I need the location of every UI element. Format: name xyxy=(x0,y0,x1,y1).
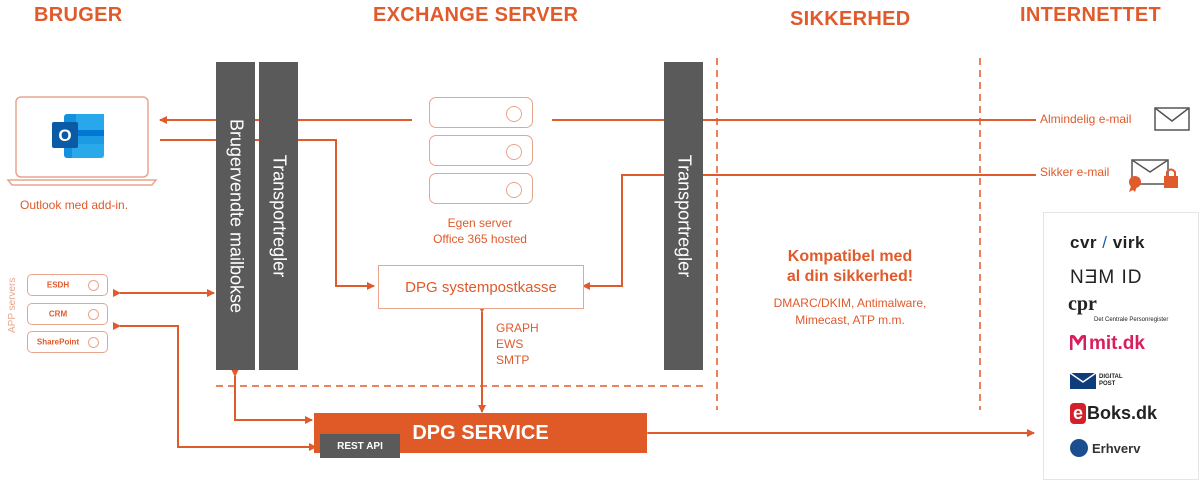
nemid-logo: NƎM ID xyxy=(1070,267,1143,288)
digitalpost-text-1: DIGITAL xyxy=(1099,374,1123,380)
server-unit-3 xyxy=(429,173,533,204)
rest-api-button[interactable]: REST API xyxy=(320,434,400,458)
security-detail-2: Mimecast, ATP m.m. xyxy=(795,313,905,327)
app-server-crm[interactable]: CRM xyxy=(27,303,108,325)
virk-text: virk xyxy=(1112,233,1145,252)
mitdk-text: mit.dk xyxy=(1089,333,1145,354)
app-servers-label: APP servers xyxy=(7,277,18,333)
protocol-smtp: SMTP xyxy=(496,353,530,367)
server-light-icon xyxy=(506,182,522,198)
cvr-logo: cvr / virk xyxy=(1070,233,1145,252)
protocol-ews: EWS xyxy=(496,337,524,351)
dpg-system-mailbox[interactable]: DPG systempostkasse xyxy=(378,265,584,309)
app-restapi-link xyxy=(113,322,317,451)
status-dot-icon xyxy=(88,309,99,320)
svg-text:O: O xyxy=(58,126,71,145)
mailbox-bar-label: Brugervendte mailbokse xyxy=(226,118,246,314)
digitalpost-icon xyxy=(1070,373,1096,389)
transport-bar-left-label: Transportregler xyxy=(269,154,289,278)
server-light-icon xyxy=(506,106,522,122)
envelope-icon xyxy=(1154,107,1190,131)
app-server-label: SharePoint xyxy=(36,337,80,347)
mailbox-service-link xyxy=(231,369,313,424)
security-headline-1: Kompatibel med xyxy=(787,248,913,265)
server-caption-1: Egen server xyxy=(447,216,513,230)
secure-email-line xyxy=(582,174,1036,290)
dpg-service-label: DPG SERVICE xyxy=(412,421,549,444)
digitalpost-logo: DIGITAL POST xyxy=(1070,371,1150,393)
eboks-e: e xyxy=(1070,403,1087,424)
security-detail-1: DMARC/DKIM, Antimalware, xyxy=(773,296,927,310)
app-server-label: CRM xyxy=(48,309,68,319)
cpr-subtitle: Det Centrale Personregister xyxy=(1094,317,1169,323)
secure-envelope-icon xyxy=(1129,159,1178,192)
mailbox-bar: Brugervendte mailbokse xyxy=(216,62,255,370)
server-unit-2 xyxy=(429,135,533,166)
server-unit-1 xyxy=(429,97,533,128)
header-internet: INTERNETTET xyxy=(1020,4,1162,26)
security-headline-2: al din sikkerhed! xyxy=(786,268,914,285)
status-dot-icon xyxy=(88,280,99,291)
mitdk-logo: mit.dk xyxy=(1069,333,1145,355)
erhverv-logo: Erhverv xyxy=(1070,439,1140,457)
eboks-text: Boks.dk xyxy=(1087,403,1158,423)
mitdk-icon xyxy=(1069,334,1087,351)
app-server-esdh[interactable]: ESDH xyxy=(27,274,108,296)
server-caption-2: Office 365 hosted xyxy=(433,232,527,246)
status-dot-icon xyxy=(88,337,99,348)
outlook-laptop: O xyxy=(6,96,158,196)
digitalpost-text-2: POST xyxy=(1099,381,1116,387)
cvr-text: cvr xyxy=(1070,233,1098,252)
transport-bar-left: Transportregler xyxy=(259,62,298,370)
secure-email-label: Sikker e-mail xyxy=(1040,165,1110,179)
erhverv-icon xyxy=(1070,439,1088,457)
laptop-icon: O xyxy=(6,96,158,186)
transport-bar-right-label: Transportregler xyxy=(674,154,694,278)
normal-email-label: Almindelig e-mail xyxy=(1040,112,1132,126)
protocol-graph: GRAPH xyxy=(496,321,539,335)
header-exchange: EXCHANGE SERVER xyxy=(373,4,579,26)
partner-logos-panel: cvr / virk NƎM ID cpr Det Centrale Perso… xyxy=(1043,212,1199,480)
transport-bar-right: Transportregler xyxy=(664,62,703,370)
server-light-icon xyxy=(506,144,522,160)
app-server-label: ESDH xyxy=(46,280,70,290)
app-server-sharepoint[interactable]: SharePoint xyxy=(27,331,108,353)
header-user: BRUGER xyxy=(34,4,123,26)
erhverv-text: Erhverv xyxy=(1092,441,1141,456)
outlook-caption: Outlook med add-in. xyxy=(20,198,129,212)
cpr-logo: cpr xyxy=(1068,293,1097,315)
header-security: SIKKERHED xyxy=(790,8,911,30)
digitalpost-text: DIGITAL POST xyxy=(1099,374,1123,388)
